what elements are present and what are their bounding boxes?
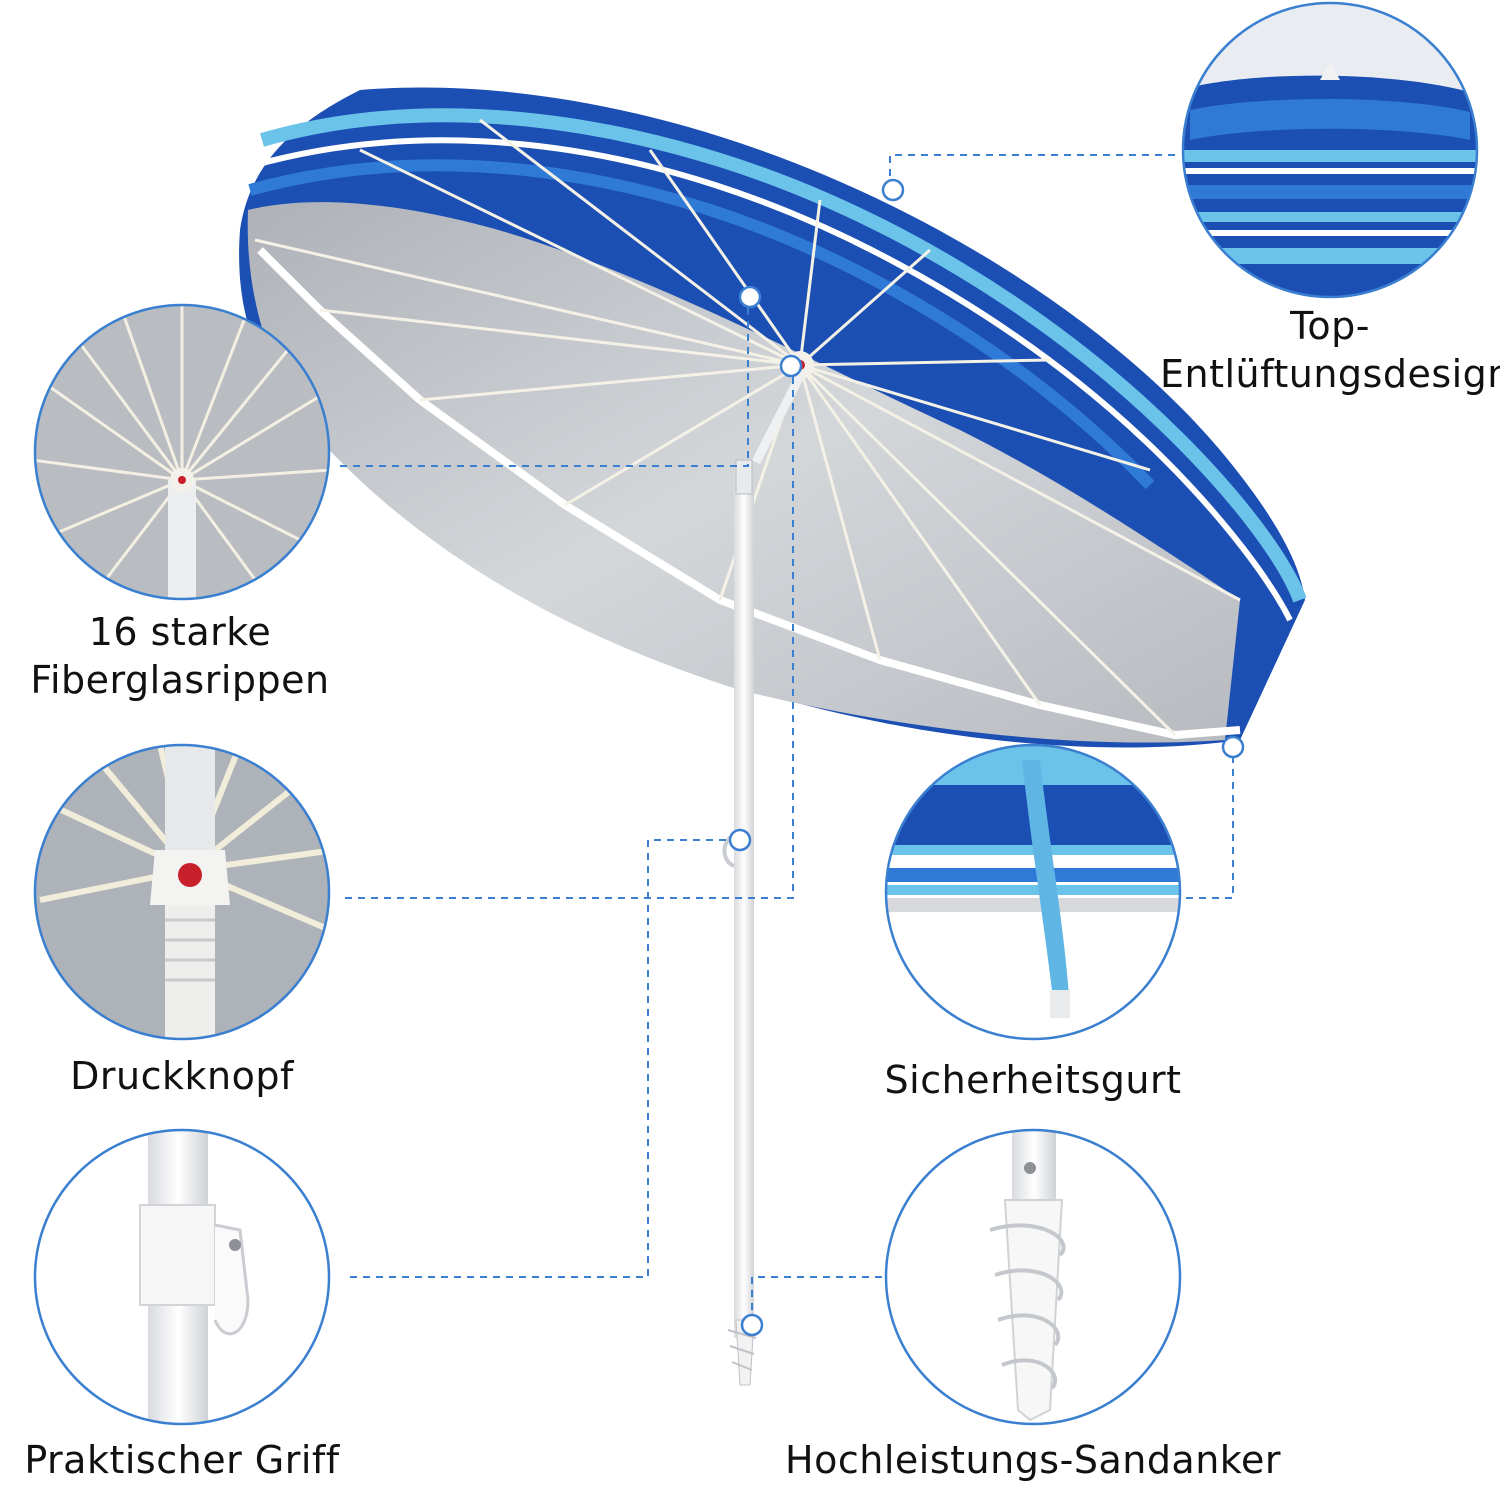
label-safety-strap: Sicherheitsgurt	[850, 1056, 1216, 1104]
label-sand-anchor-line-1: Hochleistungs-Sandanker	[785, 1438, 1281, 1482]
label-handle-line-1: Praktischer Griff	[24, 1438, 340, 1482]
label-safety-strap-line-1: Sicherheitsgurt	[884, 1058, 1182, 1102]
leader-dots	[728, 178, 1245, 1337]
detail-ribs-photo	[33, 303, 331, 601]
detail-top-vent-photo	[1181, 1, 1479, 299]
detail-handle-photo	[33, 1128, 331, 1426]
label-handle: Praktischer Griff	[0, 1436, 364, 1484]
umbrella-pole	[722, 372, 805, 1386]
leader-lines	[340, 154, 1234, 1323]
detail-safety-strap-photo	[884, 743, 1182, 1041]
label-push-button-line-1: Druckknopf	[70, 1054, 294, 1098]
detail-sand-anchor-photo	[884, 1128, 1182, 1426]
umbrella-canopy	[239, 87, 1307, 748]
label-top-vent-line-1: Top-	[1290, 304, 1370, 348]
label-sand-anchor: Hochleistungs-Sandanker	[760, 1436, 1306, 1484]
detail-push-button-photo	[33, 743, 331, 1041]
label-ribs-line-1: 16 starke	[88, 610, 272, 654]
label-top-vent-line-2: Entlüftungsdesign	[1160, 352, 1500, 396]
label-ribs: 16 starke Fiberglasrippen	[0, 608, 360, 704]
label-top-vent: Top- Entlüftungsdesign	[1160, 302, 1500, 398]
label-push-button: Druckknopf	[0, 1052, 364, 1100]
label-ribs-line-2: Fiberglasrippen	[30, 658, 330, 702]
